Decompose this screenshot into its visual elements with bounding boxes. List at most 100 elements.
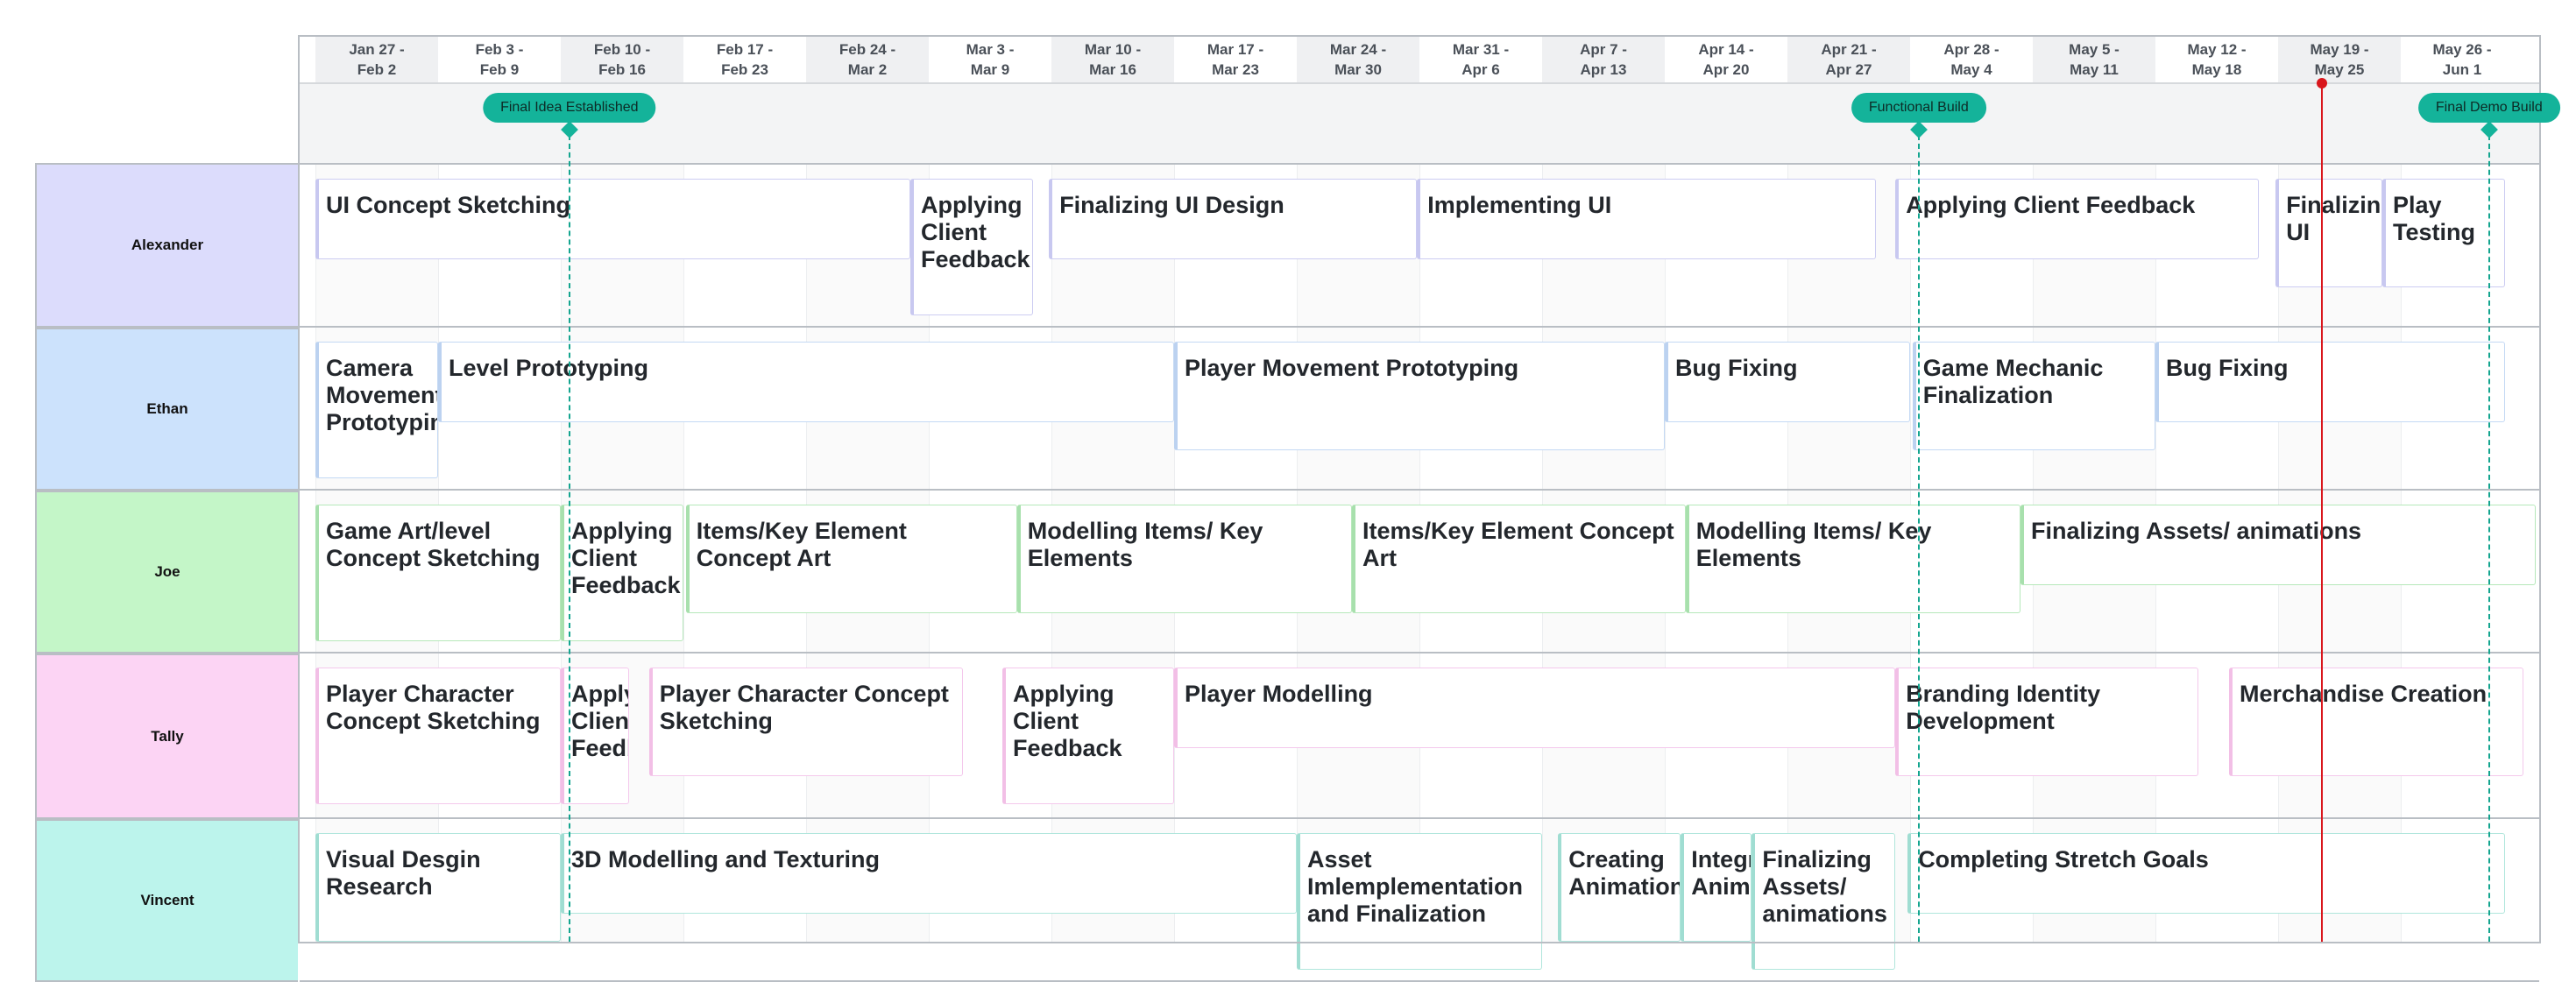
lane-alexander <box>300 165 2539 328</box>
task-bar[interactable]: Finalizing UI <box>2275 179 2382 287</box>
week-header[interactable]: Mar 31 - Apr 6 <box>1419 37 1542 82</box>
week-start-label: Apr 7 - <box>1580 41 1627 58</box>
milestone-line <box>568 135 570 942</box>
week-end-label: Mar 9 <box>970 61 1010 78</box>
week-start-label: Mar 31 - <box>1452 41 1510 58</box>
week-start-label: Apr 21 - <box>1821 41 1877 58</box>
week-start-label: May 12 - <box>2187 41 2247 58</box>
week-start-label: Jan 27 - <box>349 41 405 58</box>
week-header[interactable]: Feb 10 -Feb 16 <box>561 37 683 82</box>
week-start-label: May 19 - <box>2310 41 2369 58</box>
task-bar[interactable]: UI Concept Sketching <box>315 179 910 259</box>
task-bar[interactable]: Game Art/level Concept Sketching <box>315 505 561 641</box>
milestone-line <box>1917 135 1920 942</box>
task-bar[interactable]: Finalizing Assets/ animations <box>1752 833 1896 970</box>
week-start-label: Apr 14 - <box>1698 41 1754 58</box>
week-end-label: Apr 20 <box>1702 61 1750 78</box>
week-header[interactable]: Apr 21 - Apr 27 <box>1787 37 1910 82</box>
today-line <box>2321 84 2324 942</box>
week-header[interactable]: Feb 17 - Feb 23 <box>683 37 806 82</box>
week-start-label: Mar 10 - <box>1084 41 1142 58</box>
lane-joe <box>300 491 2539 653</box>
task-bar[interactable]: Applying Client Feedback <box>1002 668 1174 804</box>
task-bar[interactable]: Player Movement Prototyping <box>1174 342 1665 450</box>
task-bar[interactable]: Items/Key Element Concept Art <box>1352 505 1686 613</box>
week-header[interactable]: Jan 27 -Feb 2 <box>315 37 438 82</box>
week-start-label: Mar 3 - <box>966 41 1015 58</box>
week-start-label: May 26 - <box>2432 41 2492 58</box>
grid-line <box>683 165 684 942</box>
week-header[interactable]: Mar 10 - Mar 16 <box>1051 37 1174 82</box>
week-header[interactable]: Apr 14 - Apr 20 <box>1665 37 1787 82</box>
week-header[interactable]: May 12 - May 18 <box>2155 37 2278 82</box>
task-bar[interactable]: Game Mechanic Finalization <box>1912 342 2155 450</box>
week-start-label: Feb 24 - <box>839 41 896 58</box>
task-bar[interactable]: Bug Fixing <box>1665 342 1910 422</box>
task-bar[interactable]: Player Modelling <box>1174 668 1896 748</box>
week-end-label: Apr 27 <box>1825 61 1872 78</box>
week-header[interactable]: Mar 3 - Mar 9 <box>929 37 1051 82</box>
task-bar[interactable]: Player Character Concept Sketching <box>315 668 561 804</box>
week-header[interactable]: Feb 24 - Mar 2 <box>806 37 929 82</box>
week-start-label: Feb 17 - <box>716 41 774 58</box>
week-header[interactable]: Apr 7 - Apr 13 <box>1542 37 1665 82</box>
task-bar[interactable]: Applying Client Feedback <box>1895 179 2259 259</box>
lane-label-joe[interactable]: Joe <box>35 491 298 653</box>
task-bar[interactable]: Play Testing <box>2382 179 2505 287</box>
week-end-label: May 18 <box>2191 61 2242 78</box>
week-end-label: Jun 1 <box>2442 61 2482 78</box>
task-bar[interactable]: Completing Stretch Goals <box>1907 833 2505 914</box>
week-end-label: May 25 <box>2314 61 2365 78</box>
task-bar[interactable]: Creating Animations <box>1558 833 1681 942</box>
task-bar[interactable]: Implementing UI <box>1417 179 1876 259</box>
milestone-flag[interactable]: Functional Build <box>1851 93 1986 123</box>
week-end-label: Mar 2 <box>847 61 888 78</box>
milestone-flag[interactable]: Final Demo Build <box>2417 93 2560 123</box>
task-bar[interactable]: Integrating Animations <box>1681 833 1752 942</box>
week-start-label: May 5 - <box>2069 41 2120 58</box>
task-bar[interactable]: Finalizing Assets/ animations <box>2020 505 2536 585</box>
week-start-label: Apr 28 - <box>1943 41 1999 58</box>
week-header[interactable]: Apr 28 - May 4 <box>1910 37 2033 82</box>
task-bar[interactable]: Bug Fixing <box>2155 342 2505 422</box>
week-header[interactable]: May 26 - Jun 1 <box>2401 37 2523 82</box>
lane-label-alexander[interactable]: Alexander <box>35 163 298 328</box>
lane-label-tally[interactable]: Tally <box>35 653 298 819</box>
week-end-label: Feb 16 <box>598 61 646 78</box>
week-header[interactable]: Feb 3 -Feb 9 <box>438 37 561 82</box>
task-bar[interactable]: Branding Identity Development <box>1895 668 2198 776</box>
lane-tally <box>300 653 2539 819</box>
task-bar[interactable]: Applying Client Feedback <box>910 179 1033 315</box>
week-header[interactable]: May 19 - May 25 <box>2278 37 2401 82</box>
lane-label-ethan[interactable]: Ethan <box>35 328 298 491</box>
milestone-line <box>2488 135 2490 942</box>
lane-label-vincent[interactable]: Vincent <box>35 819 298 982</box>
task-bar[interactable]: Asset Imlemplementation and Finalization <box>1297 833 1542 970</box>
today-marker-icon[interactable] <box>2317 78 2328 88</box>
task-bar[interactable]: Finalizing UI Design <box>1049 179 1418 259</box>
week-header[interactable]: Mar 24 - Mar 30 <box>1297 37 1419 82</box>
task-bar[interactable]: Applying Client Feedback <box>561 505 683 641</box>
task-bar[interactable]: Applying Client Feedback <box>561 668 630 804</box>
task-bar[interactable]: Camera Movement Prototyping <box>315 342 438 478</box>
week-end-label: Mar 16 <box>1089 61 1136 78</box>
week-start-label: Mar 17 - <box>1207 41 1264 58</box>
task-bar[interactable]: Items/Key Element Concept Art <box>685 505 1017 613</box>
week-header[interactable]: Mar 17 -Mar 23 <box>1174 37 1297 82</box>
week-end-label: Mar 30 <box>1334 61 1382 78</box>
task-bar[interactable]: Level Prototyping <box>438 342 1174 422</box>
task-bar[interactable]: Modelling Items/ Key Elements <box>1685 505 2020 613</box>
task-bar[interactable]: Merchandise Creation <box>2229 668 2523 776</box>
task-bar[interactable]: Player Character Concept Sketching <box>648 668 964 776</box>
week-end-label: Apr 6 <box>1461 61 1500 78</box>
week-end-label: Apr 13 <box>1580 61 1627 78</box>
task-bar[interactable]: Visual Desgin Research <box>315 833 561 942</box>
task-bar[interactable]: 3D Modelling and Texturing <box>561 833 1297 914</box>
week-end-label: May 4 <box>1950 61 1992 78</box>
week-header[interactable]: May 5 -May 11 <box>2033 37 2155 82</box>
milestone-flag[interactable]: Final Idea Established <box>483 93 656 123</box>
task-bar[interactable]: Modelling Items/ Key Elements <box>1016 505 1352 613</box>
week-start-label: Mar 24 - <box>1329 41 1387 58</box>
week-end-label: Feb 23 <box>721 61 768 78</box>
